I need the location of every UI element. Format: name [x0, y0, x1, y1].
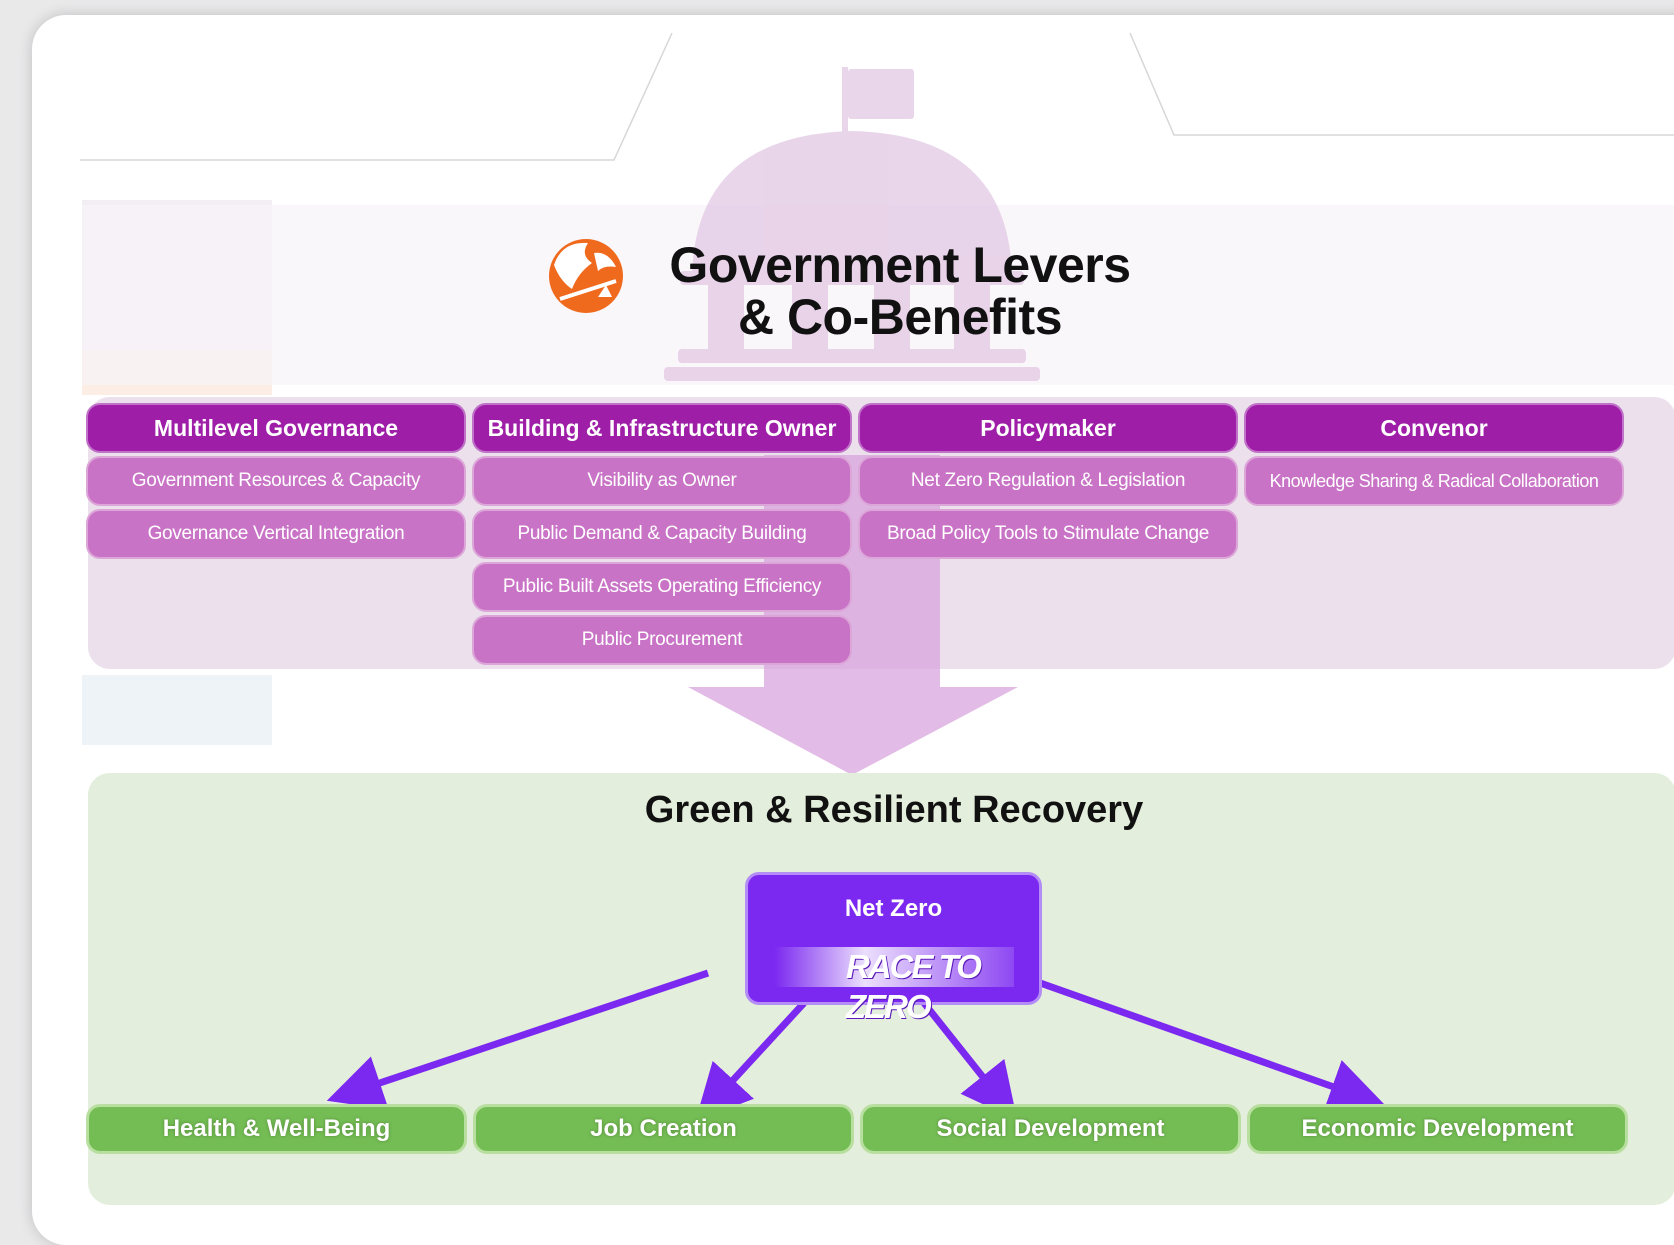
lever-heading-building-infrastructure-owner: Building & Infrastructure Owner: [472, 403, 852, 453]
decorative-lines: [80, 32, 1674, 161]
lever-item: Net Zero Regulation & Legislation: [858, 456, 1238, 506]
lever-item: Governance Vertical Integration: [86, 509, 466, 559]
section-title-recovery: Green & Resilient Recovery: [644, 789, 1144, 831]
page-title: Government Levers & Co-Benefits: [630, 237, 1170, 357]
race-to-zero-logo: RACE TO ZERO: [846, 948, 982, 1025]
lever-item: Knowledge Sharing & Radical Collaboratio…: [1244, 456, 1624, 506]
lever-item: Public Demand & Capacity Building: [472, 509, 852, 559]
lever-heading-multilevel-governance: Multilevel Governance: [86, 403, 466, 453]
connector-arrows: [326, 969, 1386, 1122]
lever-item: Public Built Assets Operating Efficiency: [472, 562, 852, 612]
lever-heading-policymaker: Policymaker: [858, 403, 1238, 453]
title-line-2: & Co-Benefits: [737, 289, 1063, 345]
diagram-card: Government Levers & Co-Benefits Multilev…: [32, 15, 1674, 1245]
benefit-social-development: Social Development: [860, 1104, 1241, 1154]
net-zero-label: Net Zero: [844, 895, 943, 922]
net-zero-box: Net Zero RACE TO ZERO: [745, 872, 1042, 1025]
lever-heading-convenor: Convenor: [1244, 403, 1624, 453]
capitol-building-icon: [664, 67, 1040, 381]
race-to-zero-streak: [774, 947, 1014, 987]
lever-item: Broad Policy Tools to Stimulate Change: [858, 509, 1238, 559]
benefit-health-well-being: Health & Well-Being: [86, 1104, 467, 1154]
title-line-1: Government Levers: [669, 237, 1131, 293]
background-artwork: [80, 32, 1674, 1205]
lever-item: Visibility as Owner: [472, 456, 852, 506]
benefit-job-creation: Job Creation: [473, 1104, 854, 1154]
benefit-economic-development: Economic Development: [1247, 1104, 1628, 1154]
globe-scale-icon: [549, 239, 623, 313]
lever-item: Government Resources & Capacity: [86, 456, 466, 506]
lever-item: Public Procurement: [472, 615, 852, 665]
